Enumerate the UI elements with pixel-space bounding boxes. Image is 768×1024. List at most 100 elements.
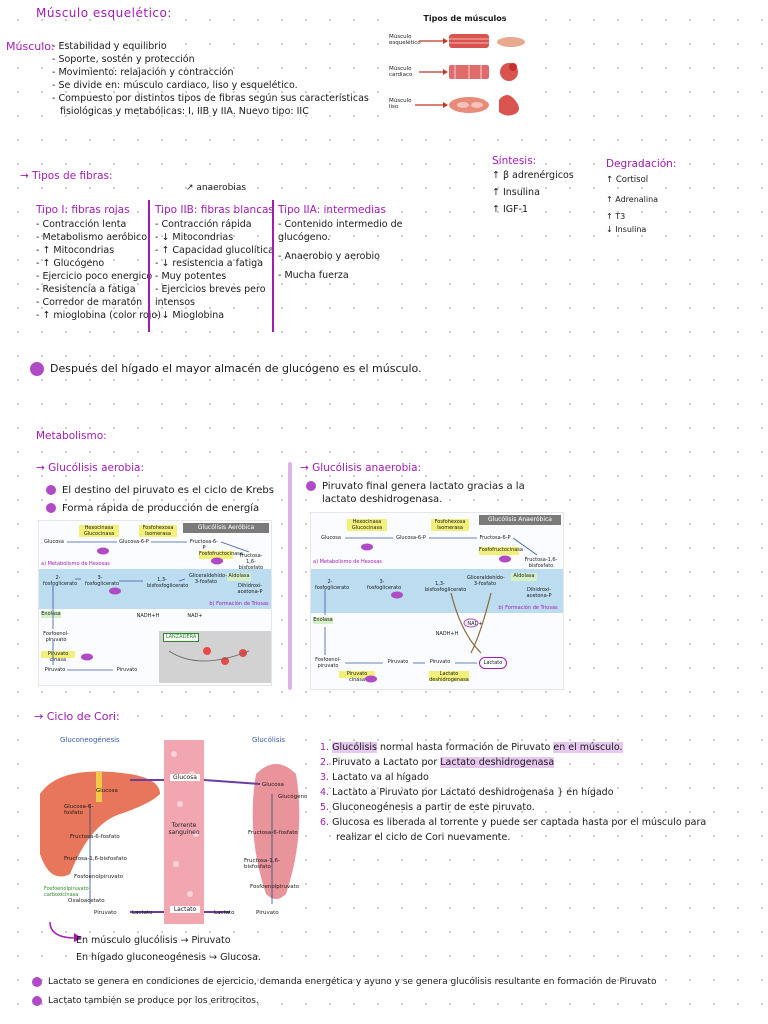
fig-label-esqueletico: Músculo esquelético [389,34,421,46]
node: Dihidroxi-acetona-P [526,587,552,599]
step-number: 1. [320,742,330,753]
fig-label-liso: Músculo liso [389,98,412,110]
cori-note: En músculo glucólisis → Piruvato [76,935,231,946]
shuttle-box: LANZADERA [163,633,199,642]
bottom-note: Lactato se genera en condiciones de ejer… [32,976,656,989]
tipo2b-item: - ↓ Mitocondrias [155,232,234,243]
enzyme-box: Piruvato cinasa [339,671,375,683]
right-node: Lactato [214,910,235,916]
tipo1-item: - Corredor de maratón [36,297,143,308]
left-node: Glucosa [96,788,118,794]
node: Fructosa-6-P [479,535,511,541]
aerobia-item-text: Forma rápida de producción de energía [62,503,260,514]
step-text: Lactato a Piruvato por [332,787,441,798]
tipo1-item: - ↑ Glucógeno [36,258,105,269]
enzyme-box: Enolasa [41,611,61,618]
tipo2b-item: - ↑ Capacidad glucolítica [155,245,274,256]
node: 2-fosfoglicerato [315,579,350,591]
aerobia-item-text: El destino del piruvato es el ciclo de K… [62,485,274,496]
cori-step: 3. Lactato va al hígado [320,770,706,785]
sintesis-item: ↑ β adrenérgicos [492,170,574,181]
tipo1-item: - Resistencia a fatiga [36,284,136,295]
aerobia-item: El destino del piruvato es el ciclo de K… [46,484,274,497]
node: NADH+H [435,631,459,637]
bottom-note-text: Lactato se genera en condiciones de ejer… [48,977,657,987]
glucolisis-label: Glucólisis [252,736,286,744]
left-node: Piruvato [94,910,117,916]
tipo2b-item: - ↓ Mioglobina [155,310,225,321]
page-title: Músculo esquelético: [36,6,172,20]
aerobic-glycolysis-diagram: Glucólisis Aeróbica Hexocinasa Glucocina… [38,520,272,686]
cori-heading: → Ciclo de Cori: [34,710,120,723]
tipo2b-item: - Muy potentes [155,271,227,282]
tipo2a-item: - Mucha fuerza [278,270,349,281]
degradacion-block: Degradación: ↑ Cortisol ↑ Adrenalina ↑ T… [606,158,676,236]
tipos-fibras-heading: → Tipos de fibras: [20,170,113,182]
note-higado-text: Después del hígado el mayor almacén de g… [50,362,422,375]
node: Fructosa-6-P [190,539,218,551]
tipo2a-title: Tipo IIA: intermedias [278,204,386,216]
left-node: Lactato [132,910,153,916]
node: Piruvato [116,667,138,673]
right-node: Piruvato [256,910,279,916]
degradacion-title: Degradación: [606,158,677,170]
node: Gliceraldehído-3-fosfato [467,575,505,587]
cori-step: realizar el ciclo de Cori nuevamente. [320,830,706,845]
left-node: Glucosa-6-fosfato [64,804,94,816]
glucosa-center: Glucosa [170,774,200,781]
anaerobia-list: Piruvato final genera lactato gracias a … [306,480,525,506]
node: Piruvato [387,659,409,665]
degradacion-item: ↓ Insulina [606,225,647,234]
tipo2b-item: - Ejercicios breves pero [155,284,266,295]
bullet-dot [46,503,56,513]
tipos-musculos-figure: Tipos de músculos Músculo esquelético Mú… [385,12,535,124]
enzyme-box: Fosfohexosa Isomerasa [431,519,469,531]
column-divider [148,200,150,332]
anaerobias-note: ↗ anaerobias [186,183,247,193]
anaerobia-title: → Glucólisis anaerobia: [300,462,422,474]
anaerobic-glycolysis-diagram: Glucólisis Anaeróbica Hexocinasa Glucoci… [310,512,564,690]
anaerobia-item-text: Piruvato final genera lactato gracias a … [322,481,525,492]
diagram-title: Glucólisis Aeróbica [183,523,269,533]
tipo1-item: - Metabolismo aeróbico [36,232,148,243]
enzyme-label: Fosfoenolpiruvato carboxicinasa [44,886,89,898]
bottom-note: Lactato también se produce por los eritr… [32,995,656,1008]
tipo2a-item: - Contenido intermedio de [278,219,403,230]
step-number: 3. [320,772,330,783]
curved-arrow-icon [49,921,82,942]
node: Piruvato [44,667,66,673]
tipo2a-item: glucógeno. [278,232,331,243]
enzyme-box: Aldolasa [227,573,251,581]
cori-step: 5. Gluconeogénesis a partir de este piru… [320,800,706,815]
left-node: Fructosa-6-fosfato [70,834,120,840]
pathway-arrows [324,537,538,683]
bullet-dot [46,485,56,495]
note-higado: Después del hígado el mayor almacén de g… [30,362,422,376]
node: Fructosa-1,6-bisfosfato [238,553,264,571]
cori-cycle-figure: Gluconeogénesis Glucólisis Glucosa Torre… [30,734,307,924]
step-number: 2. [320,757,330,768]
bottom-note-text: Lactato también se produce por los eritr… [48,996,259,1006]
cori-steps: 1. Glucólisis normal hasta formación de … [320,740,706,845]
right-node: Fosfoenolpiruvato [250,884,300,890]
step-highlight: en el músculo. [553,742,623,753]
musculo-item: - Movimiento: relajación y contracción [52,67,234,78]
step-text: realizar el ciclo de Cori nuevamente. [336,832,511,843]
bullet-dot [306,481,316,491]
lactato-center: Lactato [170,906,200,913]
tipo2b-item: intensos [155,297,195,308]
enzyme-box: Hexocinasa Glucocinasa [347,519,387,531]
enzyme-box: Aldolasa [511,573,537,581]
step-text: Glucosa es liberada al torrente y puede … [332,817,707,828]
cori-notes: En músculo glucólisis → Piruvato En híga… [76,934,261,964]
musculo-item: - Compuesto por distintos tipos de fibra… [52,93,369,104]
cori-step: 4. Lactato a Piruvato por Lactato deshid… [320,785,706,800]
step-number: 4. [320,787,330,798]
tipo2b-title: Tipo IIB: fibras blancas [155,204,274,216]
tipo2b-item: - Contracción rápida [155,219,252,230]
aerobia-item: Forma rápida de producción de energía [46,502,274,515]
node: 1,3-bisfosfoglicerato [425,581,467,593]
metabolismo-heading: Metabolismo: [36,430,107,442]
node: Glucosa-6-P [396,535,426,541]
right-node: Glucosa [262,782,284,788]
